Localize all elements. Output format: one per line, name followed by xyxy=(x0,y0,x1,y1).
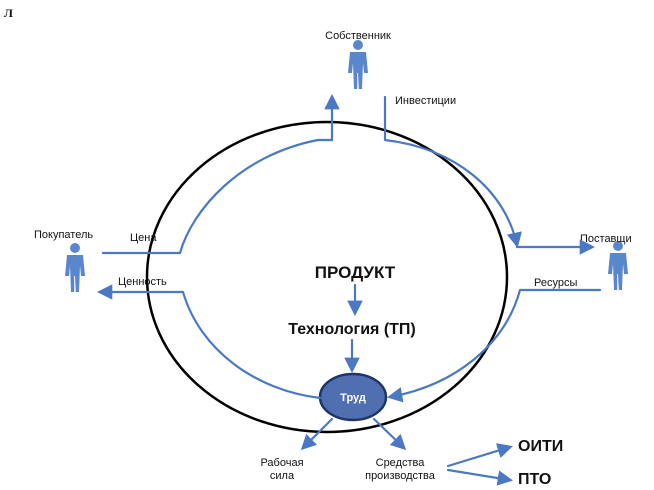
supplier-label: Поставщи xyxy=(580,233,632,245)
product-label: ПРОДУКТ xyxy=(315,263,396,282)
pto-label: ПТО xyxy=(518,471,551,488)
price-to-owner-arrow xyxy=(101,93,340,255)
investments-arrow xyxy=(383,95,522,249)
owner-person-icon xyxy=(348,40,368,89)
cycle-ring xyxy=(145,120,509,434)
price-label: Цена xyxy=(130,232,157,244)
resources-to-labor-arrow xyxy=(386,288,602,403)
value-label: Ценность xyxy=(118,276,167,288)
technology-label: Технология (ТП) xyxy=(288,321,416,338)
labor-to-value-arrow xyxy=(96,284,322,400)
corner-mark: Л xyxy=(4,6,13,20)
oiti-label: ОИТИ xyxy=(518,438,563,455)
workforce-label-line1: Рабочая xyxy=(260,457,303,469)
workforce-label-line2: сила xyxy=(270,470,295,482)
means-to-pto-arrow xyxy=(446,468,514,486)
means-label-line2: производства xyxy=(365,470,436,482)
means-label-line1: Средства xyxy=(376,457,426,469)
supplier-person-icon xyxy=(608,241,628,290)
resources-label: Ресурсы xyxy=(534,277,577,289)
labor-to-workforce-arrow xyxy=(300,417,334,451)
means-to-oiti-arrow xyxy=(446,443,513,468)
labor-label: Труд xyxy=(340,392,366,404)
buyer-label: Покупатель xyxy=(34,229,93,241)
owner-label: Собственник xyxy=(325,30,391,42)
labor-to-means-arrow xyxy=(372,417,407,451)
buyer-person-icon xyxy=(65,243,85,292)
investments-label: Инвестиции xyxy=(395,95,456,107)
